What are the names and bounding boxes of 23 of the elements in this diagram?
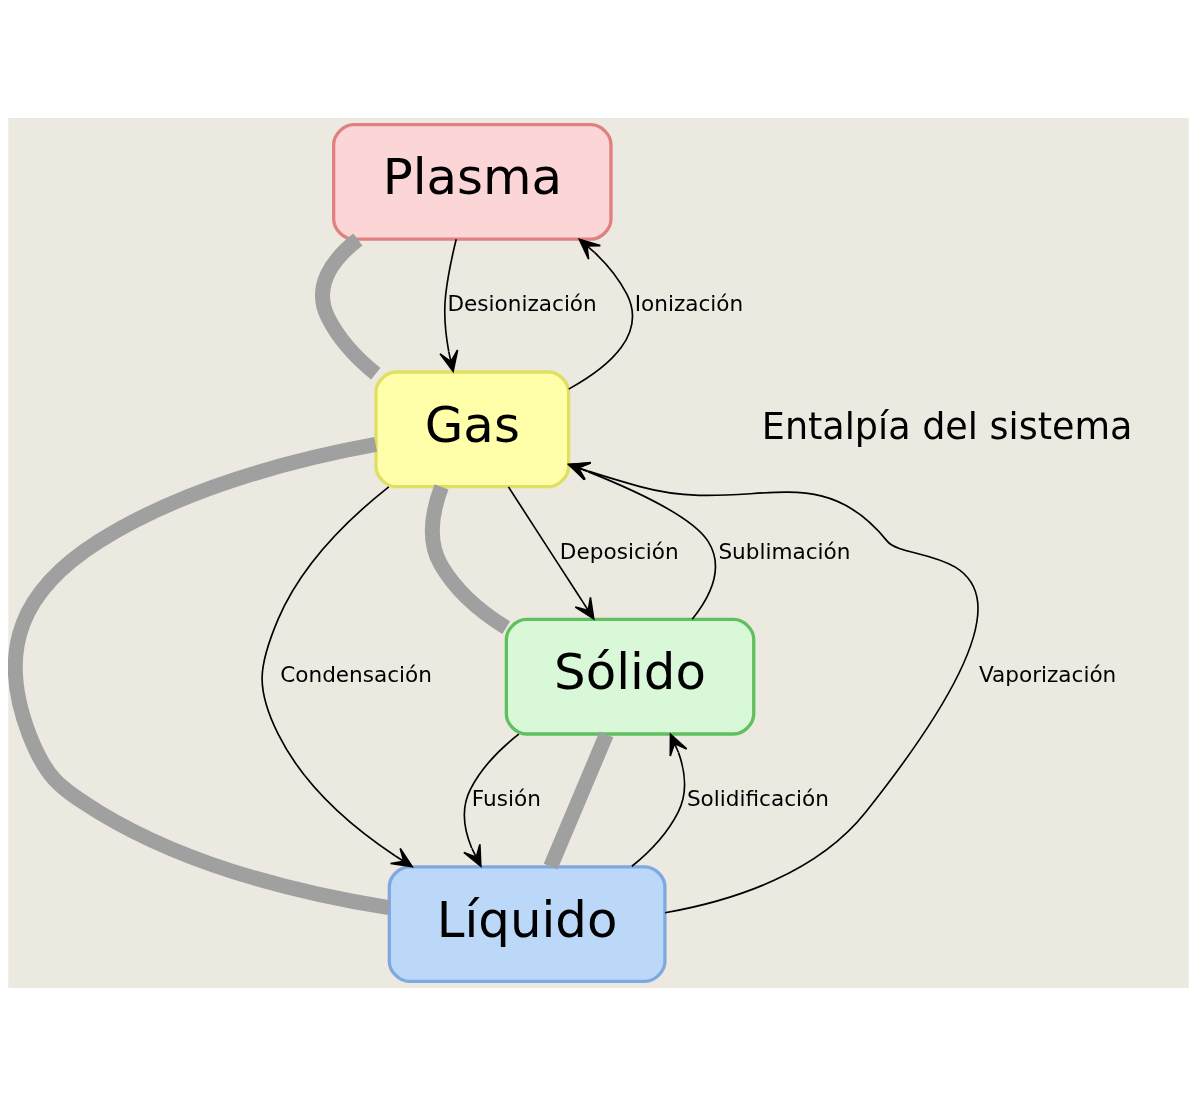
arrow	[567, 238, 634, 390]
edge-label: Desionización	[447, 290, 597, 316]
edge-label: Fusión	[471, 785, 541, 811]
arrow	[261, 485, 414, 868]
node-box: Sólido	[504, 617, 756, 736]
node-box: Gas	[374, 369, 571, 488]
connector	[315, 233, 381, 379]
connector	[543, 730, 614, 870]
arrow	[507, 485, 595, 620]
node-box: Plasma	[332, 122, 613, 241]
arrow	[463, 732, 520, 867]
edge-label: Sublimación	[718, 538, 851, 564]
edge-label: Condensación	[280, 661, 432, 687]
edge-label: Vaporización	[978, 661, 1117, 687]
node-box: Líquido	[387, 864, 667, 983]
connector	[8, 436, 391, 915]
connector	[424, 483, 511, 634]
label: Entalpía del sistema	[761, 404, 1133, 448]
edge-label: Deposición	[559, 538, 679, 564]
arrow	[631, 732, 688, 867]
edge-label: Solidificación	[686, 785, 829, 811]
arrow	[439, 237, 459, 372]
edge-label: Ionización	[634, 290, 744, 316]
